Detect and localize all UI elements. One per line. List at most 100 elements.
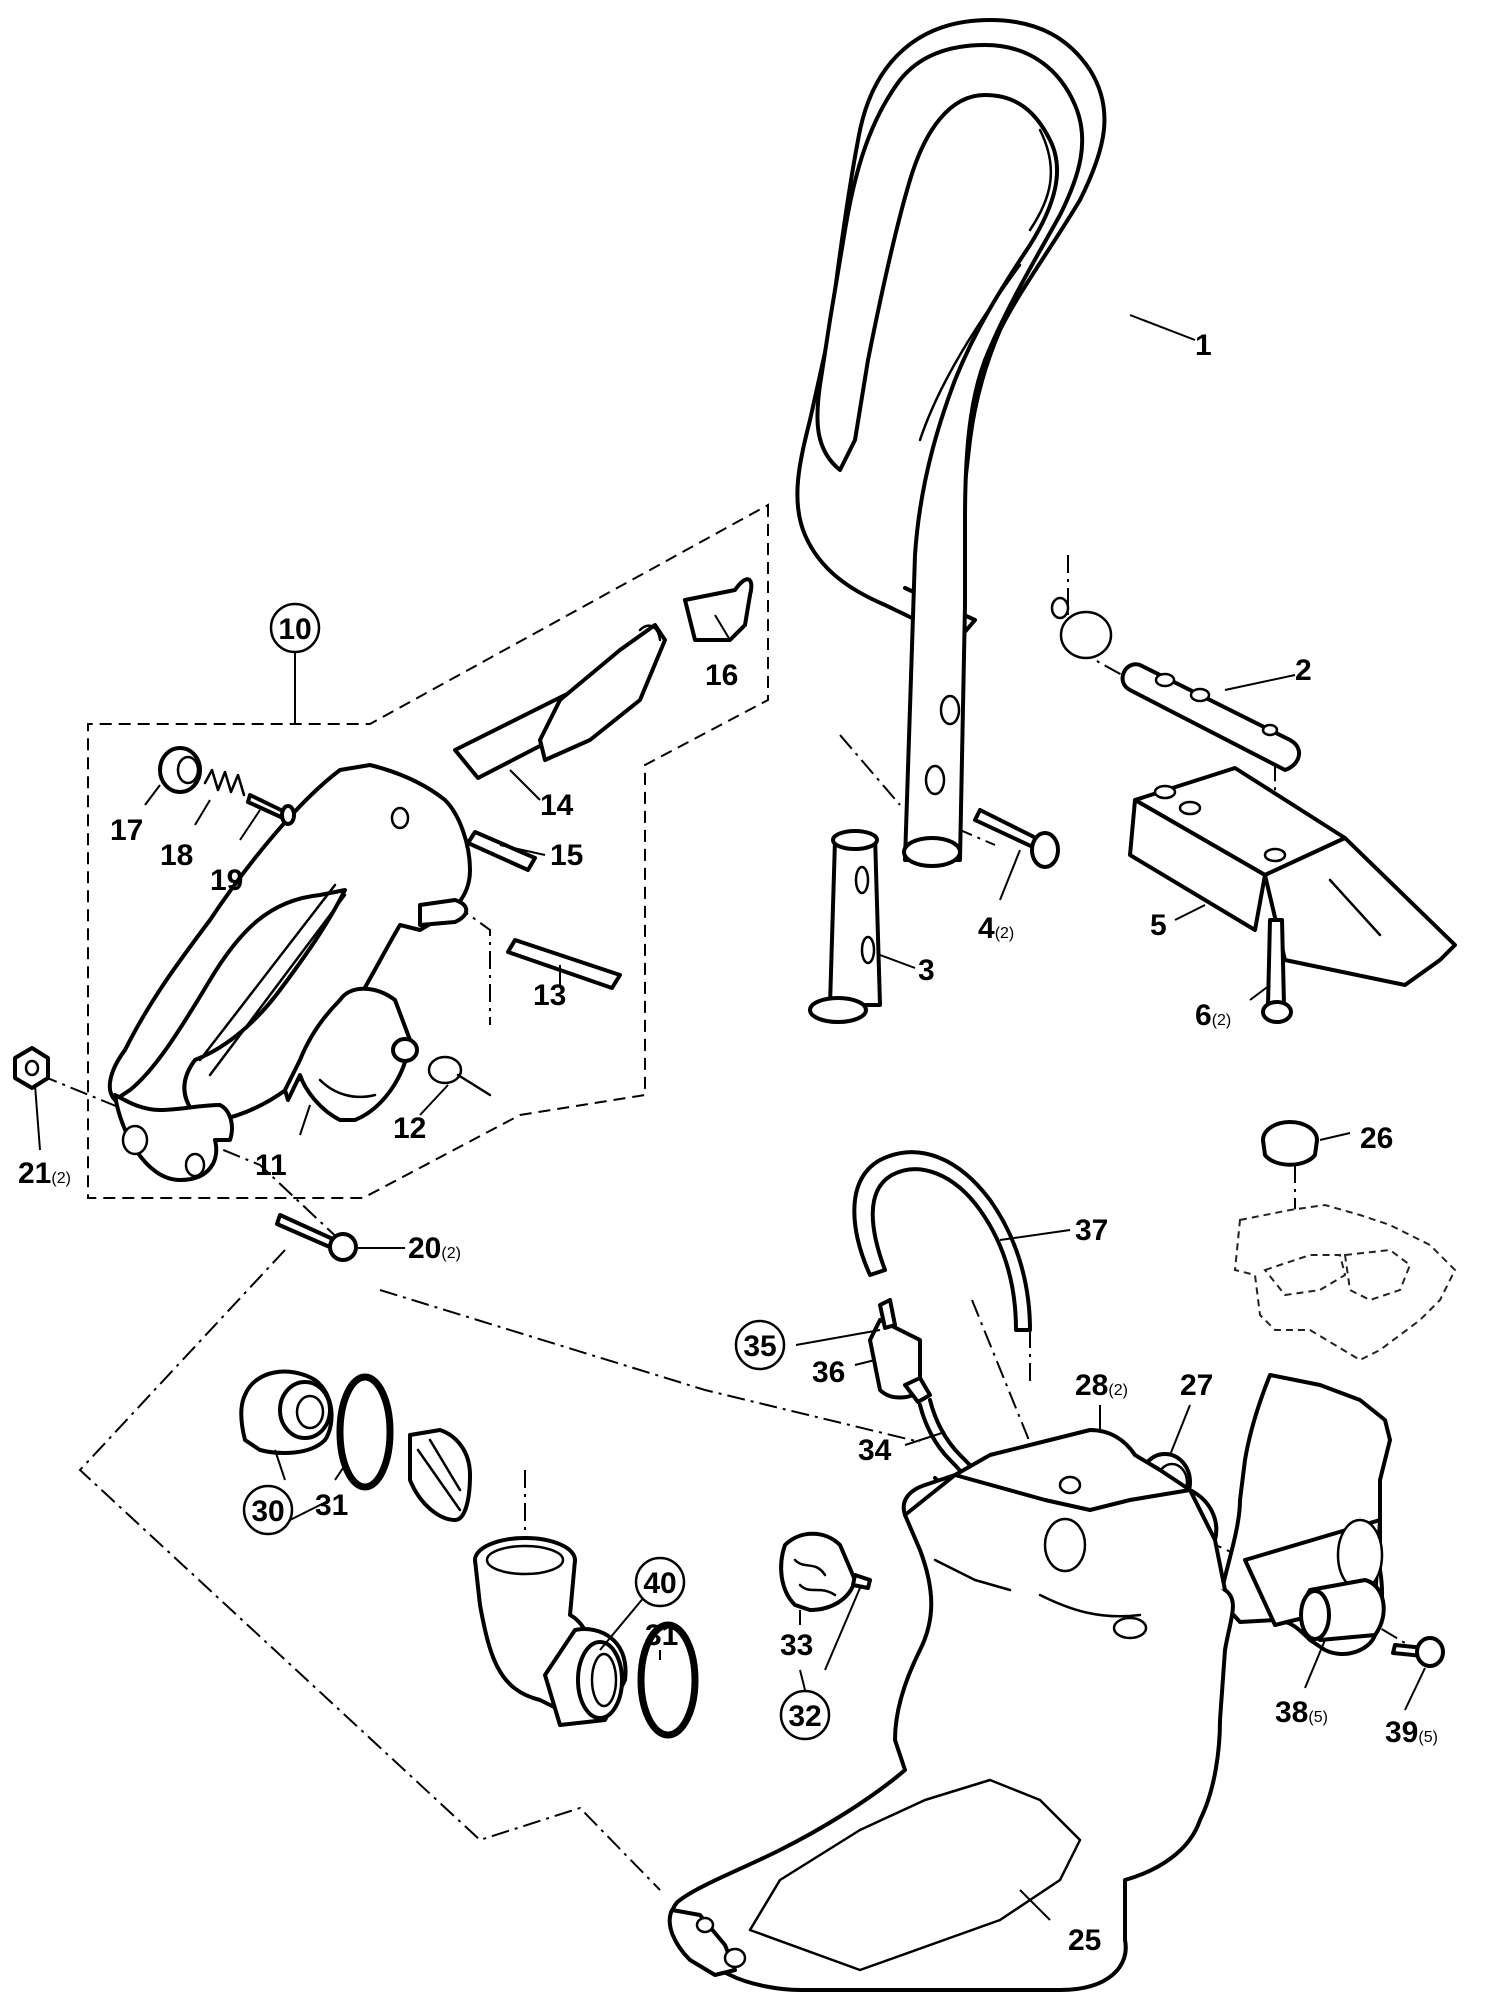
- callout-6: 6(2): [1195, 999, 1231, 1032]
- callout-17: 17: [110, 814, 143, 847]
- valve-36: [868, 1298, 932, 1404]
- callout-32: 32: [788, 1700, 821, 1733]
- leader-33-32: [799, 1669, 806, 1691]
- leader-15: [499, 844, 546, 856]
- callout-30: 30: [251, 1495, 284, 1528]
- callout-3: 3: [918, 954, 935, 987]
- strainer: [408, 1428, 472, 1522]
- handle-assembly-boundary: [87, 503, 769, 1199]
- leader-11: [299, 1104, 311, 1136]
- callout-2: 2: [1295, 654, 1312, 687]
- callout-35: 35: [743, 1330, 776, 1363]
- leader-25: [1019, 1889, 1051, 1921]
- spring-12: [427, 1055, 492, 1097]
- leader-40: [599, 1595, 646, 1651]
- tank-cap-30: [239, 1369, 334, 1455]
- leader-27: [1169, 1404, 1191, 1456]
- callout-25: 25: [1068, 1924, 1101, 1957]
- pin-19: [246, 793, 296, 826]
- fuel-hose: [852, 1150, 1032, 1332]
- callout-37: 37: [1075, 1214, 1108, 1247]
- callout-20: 20(2): [408, 1232, 461, 1265]
- leader-34: [904, 1431, 946, 1446]
- leader-36: [854, 1359, 876, 1366]
- pin: [808, 829, 882, 1024]
- centerline-tank: [379, 1289, 921, 1443]
- fuel-tank-housing: [667, 1373, 1392, 1992]
- rear-handle: [107, 763, 472, 1182]
- centerline-pin: [839, 734, 901, 806]
- leader-26: [1319, 1132, 1351, 1141]
- leader-3: [879, 954, 916, 969]
- callout-21: 21(2): [18, 1157, 71, 1190]
- leader-30-31: [289, 1499, 331, 1521]
- callout-34: 34: [858, 1434, 892, 1467]
- centerline-nut: [39, 1074, 346, 1246]
- callout-39: 39(5): [1385, 1716, 1438, 1749]
- callout-10-circle: [269, 602, 321, 654]
- elbow-40: [473, 1536, 628, 1727]
- leader-35: [795, 1329, 881, 1346]
- callout-40: 40: [643, 1567, 676, 1600]
- callout-18: 18: [160, 839, 193, 872]
- guard-bracket: [1128, 766, 1457, 987]
- screw-20: [275, 1213, 358, 1262]
- tube-sleeve: [1120, 662, 1301, 772]
- callout-32-circle: [779, 1689, 831, 1741]
- callout-13: 13: [533, 979, 566, 1012]
- leader-2: [1224, 674, 1296, 691]
- o-ring-31b: [637, 1621, 699, 1739]
- callout-35-circle: [734, 1319, 786, 1371]
- leader-4: [999, 849, 1021, 901]
- callout-31b: 31: [645, 1619, 678, 1652]
- callout-26: 26: [1360, 1122, 1393, 1155]
- leader-12: [419, 1084, 449, 1116]
- callout-36: 36: [812, 1356, 845, 1389]
- filter-33: [779, 1531, 872, 1612]
- cap-17: [158, 746, 202, 794]
- callout-5: 5: [1150, 909, 1167, 942]
- callout-40-circle: [634, 1556, 686, 1608]
- centerline-handle-fill: [78, 1249, 661, 1891]
- callout-12: 12: [393, 1112, 426, 1145]
- leader-14: [509, 769, 541, 801]
- leader-38: [1304, 1639, 1326, 1689]
- clip-16: [683, 577, 754, 642]
- callout-15: 15: [550, 839, 583, 872]
- callout-30-circle: [242, 1484, 294, 1536]
- leader-32: [824, 1587, 861, 1671]
- leader-30: [274, 1449, 286, 1481]
- callout-14: 14: [540, 789, 574, 822]
- leader-19: [239, 809, 261, 841]
- leader-16: [714, 614, 731, 641]
- leader-5: [1174, 904, 1206, 921]
- callout-31a: 31: [315, 1489, 348, 1522]
- callout-4: 4(2): [978, 912, 1014, 945]
- ghost-component: [1233, 1203, 1457, 1362]
- throttle-lever: [453, 623, 667, 780]
- av-mount-38: [1299, 1578, 1386, 1642]
- leader-17: [144, 784, 161, 806]
- callout-1: 1: [1195, 329, 1212, 362]
- leader-6: [1249, 984, 1271, 1001]
- trigger-11: [283, 986, 419, 1122]
- callout-28: 28(2): [1075, 1369, 1128, 1402]
- leader-1: [1129, 314, 1196, 341]
- o-ring-31a: [336, 1373, 394, 1491]
- nut-21: [13, 1046, 50, 1090]
- callout-labels: 1 2 3 4(2) 5 6(2) 10 11 12 13 14 15 16 1…: [18, 329, 1438, 1957]
- callout-27: 27: [1180, 1369, 1213, 1402]
- screw-6: [1261, 918, 1293, 1024]
- cap-26: [1261, 1120, 1319, 1167]
- pin-13: [506, 938, 622, 990]
- leader-18: [194, 799, 211, 826]
- leader-31a: [334, 1464, 346, 1481]
- spring-18: [203, 768, 246, 797]
- screw-39: [1391, 1636, 1445, 1668]
- handlebar: [795, 18, 1113, 868]
- callout-16: 16: [705, 659, 738, 692]
- callout-19: 19: [210, 864, 243, 897]
- callout-10: 10: [278, 613, 311, 646]
- callout-38: 38(5): [1275, 1696, 1328, 1729]
